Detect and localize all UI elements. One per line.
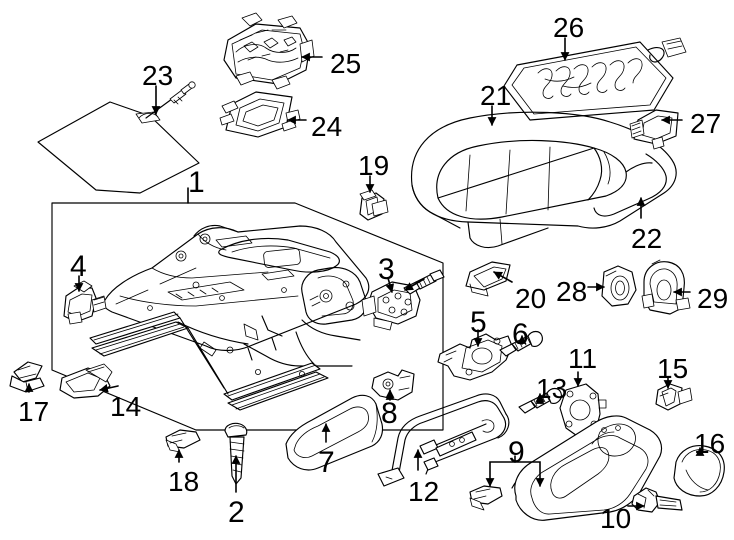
callout-number-20: 20 [515,283,547,314]
callout-number-13: 13 [536,373,568,404]
callout-number-25: 25 [330,48,362,79]
callout-number-17: 17 [18,396,50,427]
part-19-wire-harness-clip [359,189,389,221]
callout-number-1: 1 [188,166,205,199]
callout-number-9: 9 [508,436,525,469]
part-27-relay-switch [629,109,679,150]
part-18-clip [165,429,201,453]
callout-number-11: 11 [568,343,598,374]
callout-number-26: 26 [553,12,585,43]
callout-number-21: 21 [480,80,512,111]
part-2-screw [224,422,248,485]
callout-number-24: 24 [311,111,343,142]
part-8-bracket-retainer [371,369,415,401]
part-3-motor-gear-unit [361,269,445,331]
callout-number-19: 19 [358,150,390,181]
part-14-release-handle [59,363,113,399]
part-15-retaining-clip [655,383,693,411]
part-29-pivot-cover-housing [641,259,691,315]
part-23-seat-cushion-cover [37,81,200,194]
callout-number-14: 14 [110,391,142,422]
part-24-control-module [219,91,301,138]
callout-number-12: 12 [408,476,440,507]
part-20-cover-cap [465,261,511,297]
part-5-hinge-bracket [437,333,513,381]
callout-number-8: 8 [381,397,398,430]
part-16-end-cap-cover [673,445,725,497]
leader-lines [24,37,705,511]
callout-number-29: 29 [697,283,729,314]
part-21-seat-cushion-pad [410,111,677,249]
part-9-trim-clip-left [469,485,503,511]
part-4-seat-switch [63,280,107,325]
part-17-spring-clip [9,361,45,393]
side-trim-panel [514,415,663,521]
callout-number-6: 6 [512,318,529,351]
callout-number-15: 15 [657,353,689,384]
callout-number-5: 5 [470,306,487,339]
part-12-support-wire-rod [377,393,510,487]
callout-number-18: 18 [168,466,200,497]
part-26-seat-heater-element [503,37,687,121]
callout-number-27: 27 [690,108,722,139]
callout-number-3: 3 [378,253,395,286]
part-7-side-trim-cover [285,394,384,471]
callout-number-22: 22 [631,223,663,254]
part-1-adjuster-assembly-box [51,202,444,431]
part-1-seat-track-frame [89,224,370,411]
callout-number-7: 7 [318,446,335,479]
callout-number-10: 10 [600,503,632,534]
part-25-occupant-sensor-mat [223,12,315,90]
callout-number-2: 2 [228,496,245,529]
part-28-pivot-bushing [601,265,637,307]
callout-number-23: 23 [142,60,174,91]
callout-number-16: 16 [694,428,726,459]
callout-number-28: 28 [556,276,588,307]
callout-number-4: 4 [70,250,87,283]
part-11-recliner-plate [559,383,607,439]
